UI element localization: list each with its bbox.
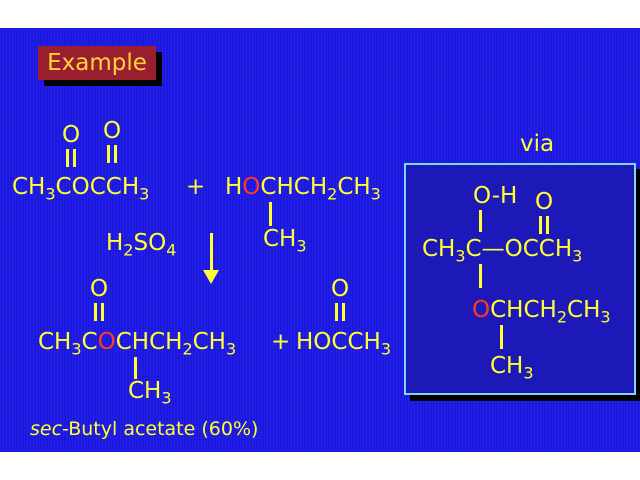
reaction-arrow-shaft: [210, 233, 213, 273]
oh-bond: [479, 210, 482, 232]
plus-sign-2: +: [271, 329, 291, 355]
product-carbonyl-o: O: [90, 276, 109, 302]
hydroxyl-group: O-H: [473, 183, 518, 209]
via-label: via: [520, 131, 555, 157]
product-caption: sec-Butyl acetate (60%): [30, 418, 259, 440]
intermediate-formula-main: CH3C—OCCH3: [422, 236, 583, 266]
carbonyl-o-1: O: [62, 122, 81, 148]
intermediate-carbonyl-o: O: [535, 189, 554, 215]
reaction-arrow-head: [203, 270, 219, 284]
branch-bond-1: [269, 202, 272, 226]
carbonyl-o-2: O: [103, 118, 122, 144]
plus-sign-1: +: [186, 174, 206, 200]
butanol-branch-methyl: CH3: [263, 226, 307, 256]
intermediate-branch-methyl: CH3: [490, 353, 534, 383]
product-formula: CH3COCHCH2CH3: [38, 329, 237, 359]
intermediate-alkoxy: OCHCH2CH3: [472, 297, 611, 327]
intermediate-branch-bond: [500, 325, 503, 349]
butanol-formula: HOCHCH2CH3: [225, 174, 381, 204]
intermediate-box: O-H O CH3C—OCCH3 OCHCH2CH3 CH3: [404, 163, 636, 395]
reagent-sulfuric-acid: H2SO4: [106, 230, 177, 260]
acid-carbonyl-o: O: [331, 276, 350, 302]
product-branch-bond: [134, 357, 137, 379]
anhydride-formula: CH3COCCH3: [12, 174, 150, 204]
o-bond: [479, 264, 482, 288]
slide-background: Example O O CH3COCCH3 + HOCHCH2CH3 CH3 H…: [0, 28, 640, 452]
acid-formula: HOCCH3: [296, 329, 391, 359]
example-title-box: Example: [38, 46, 156, 80]
product-branch-methyl: CH3: [128, 378, 172, 408]
example-title: Example: [47, 50, 147, 76]
